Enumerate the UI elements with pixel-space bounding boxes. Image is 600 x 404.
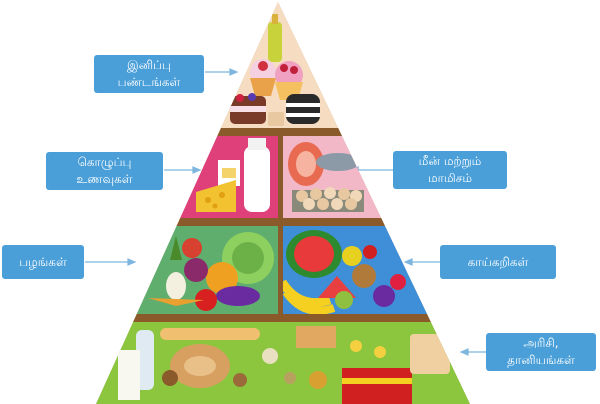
- label-fish-meat-line1: மீன் மற்றும்: [418, 154, 482, 168]
- label-fruits: பழங்கள்: [2, 245, 84, 279]
- label-fats-line2: உணவுகள்: [76, 172, 133, 186]
- label-sweets: இனிப்பு பண்டங்கள்: [94, 55, 204, 93]
- vegetables-illustration: [278, 230, 406, 315]
- label-vegetables-line1: காய்கறிகள்: [467, 254, 529, 269]
- fats-illustration: [196, 138, 270, 212]
- connector-arrows: [85, 68, 486, 356]
- sweets-illustration: [230, 14, 320, 126]
- label-fish-meat: மீன் மற்றும் மாமிசம்: [393, 151, 507, 189]
- label-grains-line2: தானியங்கள்: [507, 353, 575, 367]
- fish-meat-illustration: [288, 142, 368, 212]
- label-fruits-line1: பழங்கள்: [19, 254, 67, 269]
- grains-illustration: [118, 326, 450, 404]
- label-grains: அரிசி, தானியங்கள்: [486, 333, 596, 371]
- label-sweets-line1: இனிப்பு: [127, 58, 171, 72]
- label-sweets-line2: பண்டங்கள்: [117, 75, 181, 89]
- label-fish-meat-line2: மாமிசம்: [427, 171, 473, 185]
- label-fats: கொழுப்பு உணவுகள்: [46, 152, 163, 190]
- fruits-illustration: [148, 232, 274, 311]
- label-grains-line1: அரிசி,: [523, 336, 559, 350]
- label-fats-line1: கொழுப்பு: [77, 155, 132, 169]
- label-vegetables: காய்கறிகள்: [440, 245, 556, 279]
